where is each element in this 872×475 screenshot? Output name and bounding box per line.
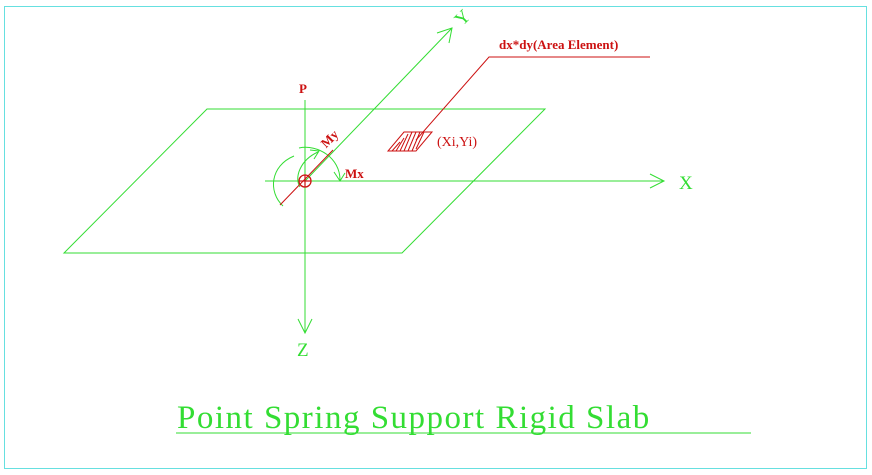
z-axis-arrowhead (297, 318, 313, 335)
my-inner-arc (297, 151, 319, 188)
point-spring-support-icon (298, 174, 312, 188)
my-moment-arrowhead (309, 149, 320, 160)
x-axis (305, 173, 666, 189)
drawing-frame (4, 6, 867, 469)
x-axis-label: X (679, 173, 693, 194)
diagram-title: Point Spring Support Rigid Slab (177, 400, 651, 436)
rigid-slab-outline (62, 108, 547, 254)
load-p-label: P (299, 81, 307, 96)
mx-moment-arc (298, 146, 341, 181)
y-axis-arrowhead (436, 27, 453, 44)
moment-mx-label: Mx (345, 166, 364, 181)
area-element-coord-label: (Xi,Yi) (437, 135, 477, 150)
area-element-icon (386, 131, 434, 152)
z-axis-label: Z (297, 340, 309, 361)
y-axis (304, 27, 453, 182)
y-axis-label: Y (451, 6, 476, 31)
mx-moment-arrowhead (333, 171, 346, 182)
z-axis (297, 100, 313, 335)
my-moment-arc (273, 155, 295, 207)
area-element-label: dx*dy(Area Element) (499, 37, 618, 52)
area-element-leader (415, 56, 650, 141)
moment-axis-line (279, 149, 334, 206)
x-axis-arrowhead (649, 173, 666, 189)
